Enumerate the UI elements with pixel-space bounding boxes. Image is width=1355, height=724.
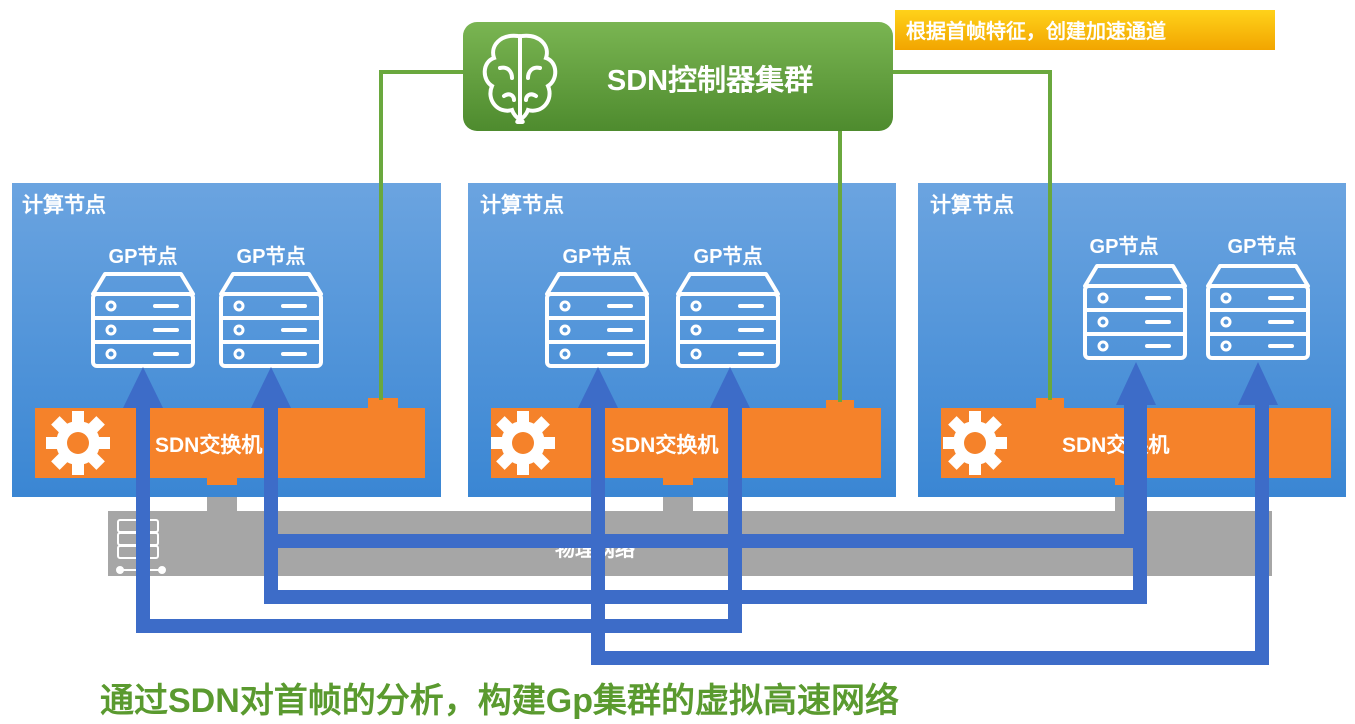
gear-icon [943, 411, 1007, 475]
control-links [379, 70, 1052, 402]
gp-node-label: GP节点 [1090, 234, 1159, 258]
sdn-controller: SDN控制器集群 [463, 22, 893, 131]
gear-icon [491, 411, 555, 475]
gp-node-label: GP节点 [109, 244, 178, 268]
switch-label: SDN交换机 [155, 433, 262, 457]
gp-node-label: GP节点 [694, 244, 763, 268]
callout: 根据首帧特征，创建加速通道 [895, 10, 1275, 50]
caption: 通过SDN对首帧的分析，构建Gp集群的虚拟高速网络 [100, 681, 899, 720]
arrowheads [123, 362, 1278, 408]
switch-label: SDN交换机 [611, 433, 718, 457]
node-title: 计算节点 [22, 193, 106, 217]
callout-label: 根据首帧特征，创建加速通道 [906, 19, 1166, 43]
gp-node-label: GP节点 [1228, 234, 1297, 258]
switch-label: SDN交换机 [1062, 433, 1169, 457]
sdn-switch [491, 408, 881, 478]
gp-node-label: GP节点 [237, 244, 306, 268]
brain-icon [482, 33, 558, 124]
node-title: 计算节点 [480, 193, 564, 217]
compute-node-2: 计算节点 GP节点 GP节点 SDN交换机 [468, 183, 896, 497]
gp-node-label: GP节点 [563, 244, 632, 268]
node-title: 计算节点 [930, 193, 1014, 217]
gear-icon [46, 411, 110, 475]
virtual-paths [136, 395, 1269, 665]
controller-label: SDN控制器集群 [607, 64, 813, 97]
compute-node-1: 计算节点 GP节点 GP节点 SDN交换机 [12, 183, 441, 497]
